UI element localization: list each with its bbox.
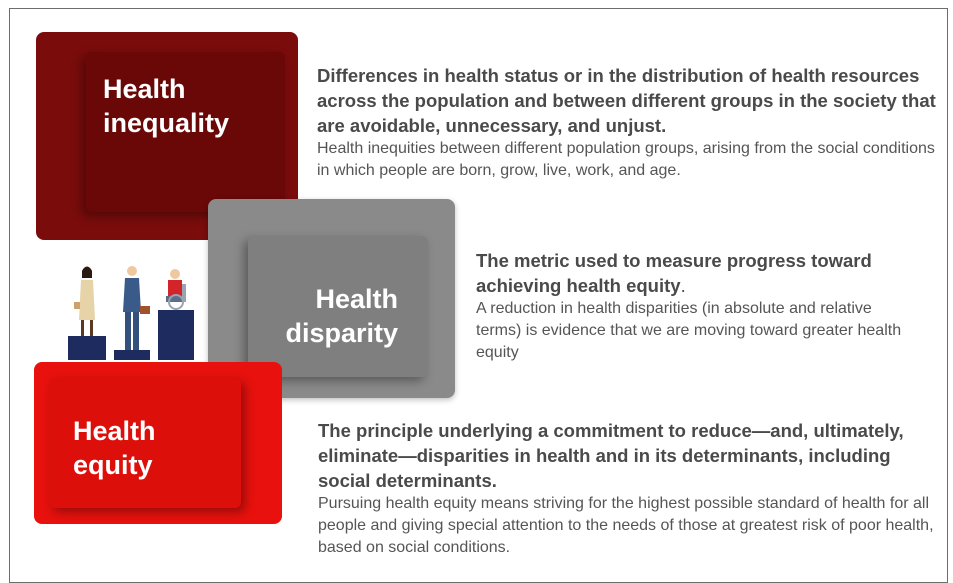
wheelchair-figure bbox=[166, 269, 186, 310]
inequality-title-line2: inequality bbox=[103, 108, 230, 138]
inequality-card-inner bbox=[86, 52, 285, 212]
people-on-pedestals-icon bbox=[68, 266, 194, 360]
inequality-definition: Differences in health status or in the d… bbox=[317, 65, 936, 136]
disparity-definition-block: The metric used to measure progress towa… bbox=[476, 248, 906, 298]
disparity-title: Health disparity bbox=[280, 282, 398, 350]
equity-description: The principle underlying a commitment to… bbox=[318, 418, 938, 559]
pedestal-low bbox=[68, 336, 106, 360]
disparity-description: The metric used to measure progress towa… bbox=[476, 248, 906, 364]
pedestal-high bbox=[158, 310, 194, 360]
inequality-title: Health inequality bbox=[103, 72, 229, 140]
disparity-card-inner bbox=[248, 236, 428, 377]
disparity-detail: A reduction in health disparities (in ab… bbox=[476, 300, 902, 361]
inequality-description: Differences in health status or in the d… bbox=[317, 63, 947, 182]
man-figure bbox=[123, 266, 150, 350]
woman-figure bbox=[74, 266, 95, 336]
disparity-title-line2: disparity bbox=[285, 318, 398, 348]
equity-card-inner bbox=[49, 378, 241, 508]
inequality-title-line1: Health bbox=[103, 74, 186, 104]
disparity-title-line1: Health bbox=[315, 284, 398, 314]
pedestal-mid bbox=[114, 350, 150, 360]
inequality-detail: Health inequities between different popu… bbox=[317, 140, 935, 179]
disparity-definition: The metric used to measure progress towa… bbox=[476, 250, 872, 296]
equity-definition: The principle underlying a commitment to… bbox=[318, 420, 904, 491]
equity-detail: Pursuing health equity means striving fo… bbox=[318, 495, 934, 556]
equity-title-line2: equity bbox=[73, 450, 153, 480]
disparity-definition-end: . bbox=[680, 275, 686, 296]
equity-title: Health equity bbox=[73, 414, 156, 482]
equity-title-line1: Health bbox=[73, 416, 156, 446]
